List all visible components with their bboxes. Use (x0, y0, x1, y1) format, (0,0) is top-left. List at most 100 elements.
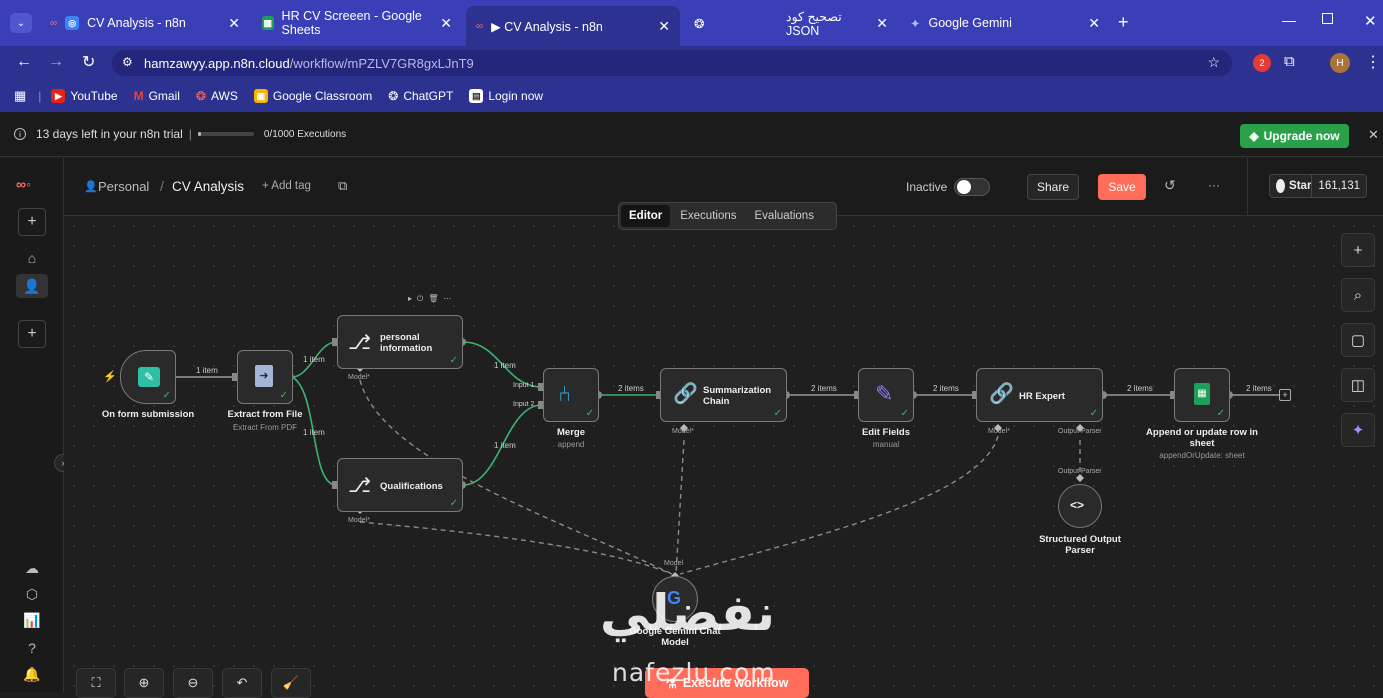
close-window-icon[interactable]: ✕ (1364, 13, 1377, 30)
bookmark-youtube[interactable]: ▶YouTube (51, 89, 118, 103)
ai-assistant-button[interactable]: ✦ (1341, 413, 1375, 447)
node-merge[interactable]: ⑃ ✓ (543, 368, 599, 422)
github-star-button[interactable]: Star 161,131 (1269, 174, 1367, 198)
close-tab-icon[interactable]: ✕ (1088, 14, 1100, 31)
node-google-gemini-chat-model[interactable]: G (652, 576, 698, 622)
executions-progress-fill (197, 132, 202, 136)
favicon-icon: ◎ (65, 16, 80, 30)
upgrade-button[interactable]: ◈Upgrade now (1240, 124, 1349, 148)
search-nodes-button[interactable]: ⌕ (1341, 278, 1375, 312)
node-structured-output-parser[interactable]: <> (1058, 484, 1102, 528)
undo-button[interactable]: ↶ (222, 668, 262, 698)
parser-port-label: Output Parser (1058, 428, 1102, 435)
ai-agent-icon: ⎇ (348, 332, 372, 354)
breadcrumb-personal[interactable]: Personal (98, 179, 150, 194)
tidy-up-button[interactable]: 🧹 (271, 668, 311, 698)
browser-tab-json[interactable]: تصحيح كود JSON ✕ (786, 9, 888, 38)
extensions-puzzle-icon[interactable]: ⧉ (1284, 53, 1295, 70)
close-tab-icon[interactable]: ✕ (440, 14, 452, 31)
home-icon[interactable]: ⌂ (27, 250, 37, 266)
profile-avatar[interactable]: H (1330, 53, 1350, 73)
create-button[interactable]: + (18, 208, 46, 236)
browser-tab-chatgpt[interactable]: ❂ (684, 8, 774, 38)
browser-menu-icon[interactable]: ⋮ (1365, 54, 1381, 71)
cloud-icon[interactable]: ☁ (25, 559, 39, 576)
sticky-note-button[interactable]: ▢ (1341, 323, 1375, 357)
bookmark-chatgpt[interactable]: ❂ChatGPT (388, 89, 454, 103)
model-port-label: Model* (348, 517, 370, 524)
minimize-icon[interactable]: — (1282, 12, 1296, 28)
edge-label: 1 item (494, 441, 516, 450)
login-icon: ▤ (469, 89, 484, 103)
youtube-icon: ▶ (51, 89, 66, 103)
add-node-button[interactable]: + (1341, 233, 1375, 267)
node-google-sheets[interactable]: ▦ ✓ (1174, 368, 1230, 422)
add-tag-button[interactable]: + Add tag (262, 180, 311, 192)
save-button[interactable]: Save (1098, 174, 1146, 200)
browser-tab-active[interactable]: ∞ ▶ CV Analysis - n8n ✕ (466, 6, 680, 46)
workflow-canvas[interactable] (64, 216, 1383, 692)
edit-description-icon[interactable]: ⧉ (338, 178, 348, 193)
tab-search-icon[interactable]: ⌄ (10, 13, 32, 33)
node-hr-expert[interactable]: 🔗 HR Expert ✓ (976, 368, 1103, 422)
browser-tab-cv-analysis[interactable]: ∞ ◎ CV Analysis - n8n ✕ (50, 14, 240, 31)
node-summarization-chain[interactable]: 🔗 Summarization Chain ✓ (660, 368, 787, 422)
parser-port-label: Output Parser (1058, 468, 1102, 475)
site-info-icon[interactable]: ⚙ (122, 55, 133, 69)
trigger-bolt-icon: ⚡ (103, 371, 117, 383)
ai-agent-icon: ⎇ (348, 475, 372, 497)
extension-icon[interactable]: 2 (1253, 54, 1271, 72)
node-qualifications[interactable]: ⎇ Qualifications ✓ (337, 458, 463, 512)
close-banner-icon[interactable]: ✕ (1368, 127, 1379, 142)
google-sheets-icon: ▦ (1194, 383, 1210, 405)
link-chain-icon: 🔗 (673, 383, 698, 405)
maximize-icon[interactable] (1322, 13, 1333, 24)
node-label: Edit Fields (861, 427, 911, 438)
breadcrumb-separator: / (160, 178, 164, 194)
reload-icon[interactable]: ↻ (82, 54, 96, 71)
active-toggle[interactable] (954, 178, 990, 196)
node-personal-information[interactable]: ⎇ personal information ✓ (337, 315, 463, 369)
tab-evaluations[interactable]: Evaluations (754, 210, 814, 222)
close-tab-icon[interactable]: ✕ (876, 14, 888, 31)
url-input[interactable]: ⚙ hamzawyy.app.n8n.cloud/workflow/mPZLV7… (112, 50, 1232, 76)
notifications-icon[interactable]: 🔔 (23, 665, 41, 682)
bookmark-aws[interactable]: ❂AWS (195, 89, 238, 103)
tab-executions[interactable]: Executions (680, 210, 737, 222)
add-project-button[interactable]: + (18, 320, 46, 348)
bookmark-classroom[interactable]: ▣Google Classroom (253, 89, 372, 103)
workflow-name[interactable]: CV Analysis (172, 179, 245, 194)
bookmark-login[interactable]: ▤Login now (469, 89, 543, 103)
success-check-icon: ✓ (279, 390, 288, 401)
share-button[interactable]: Share (1027, 174, 1079, 200)
new-tab-button[interactable]: + (1118, 12, 1129, 32)
node-edit-fields[interactable]: ✎ ✓ (858, 368, 914, 422)
fit-view-button[interactable]: ⛶ (76, 668, 116, 698)
edge-label: 1 item (494, 361, 516, 370)
tab-editor[interactable]: Editor (621, 205, 671, 227)
history-icon[interactable]: ↺ (1164, 177, 1176, 193)
back-icon[interactable]: ← (16, 53, 32, 70)
close-tab-icon[interactable]: ✕ (658, 17, 670, 34)
node-form-trigger[interactable]: ✎ ✓ (120, 350, 176, 404)
close-tab-icon[interactable]: ✕ (228, 14, 240, 31)
panel-toggle-button[interactable]: ◫ (1341, 368, 1375, 402)
help-icon[interactable]: ? (28, 640, 36, 656)
forward-icon[interactable]: → (48, 53, 64, 70)
templates-icon[interactable]: ⬡ (25, 585, 39, 602)
apps-grid-icon[interactable]: ▦ (14, 88, 27, 103)
aws-icon: ❂ (195, 89, 206, 103)
bookmark-star-icon[interactable]: ☆ (1207, 54, 1220, 70)
insights-icon[interactable]: 📊 (23, 611, 41, 628)
browser-tab-sheets[interactable]: ▦ HR CV Screeen - Google Sheets ✕ (262, 9, 452, 37)
more-options-button[interactable]: ··· (1208, 178, 1220, 192)
node-extract-from-file[interactable]: ➜ ✓ (237, 350, 293, 404)
n8n-logo-icon[interactable]: ∞◦ (16, 176, 31, 192)
zoom-in-button[interactable]: ⊕ (124, 668, 164, 698)
zoom-out-button[interactable]: ⊖ (173, 668, 213, 698)
browser-tab-gemini[interactable]: ✦ Google Gemini ✕ (910, 14, 1100, 31)
success-check-icon: ✓ (900, 408, 909, 419)
add-node-output-icon[interactable]: + (1279, 389, 1291, 401)
personal-icon[interactable]: 👤 (16, 274, 48, 298)
